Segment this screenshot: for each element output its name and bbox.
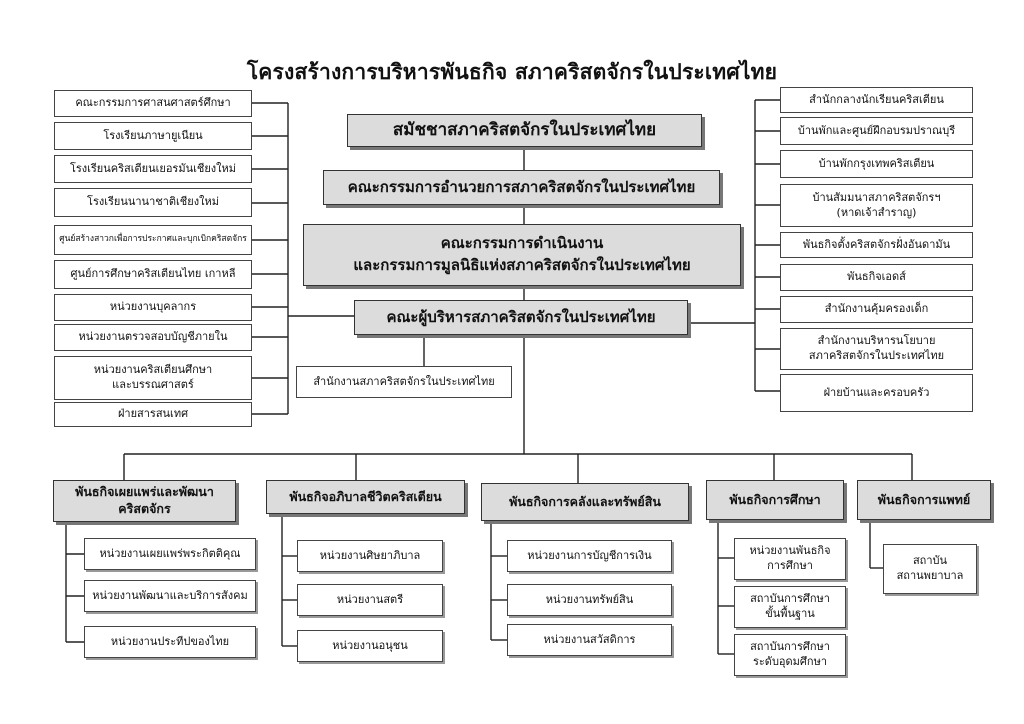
dept4-unit-1: หน่วยงานพันธกิจ การศึกษา — [734, 538, 846, 580]
executive-board-box: คณะกรรมการอำนวยการสภาคริสตจักรในประเทศไท… — [323, 170, 720, 205]
dept4-unit-2: สถาบันการศึกษา ขั้นพื้นฐาน — [734, 586, 846, 628]
left-unit-6: ศูนย์การศึกษาคริสเตียนไทย เกาหลี — [54, 260, 252, 289]
dept-medical-box: พันธกิจการแพทย์ — [857, 480, 991, 520]
right-unit-2: บ้านพักและศูนย์ฝึกอบรมปราณบุรี — [780, 117, 973, 145]
right-unit-3: บ้านพักกรุงเทพคริสเตียน — [780, 150, 973, 178]
page-title: โครงสร้างการบริหารพันธกิจ สภาคริสตจักรใน… — [246, 60, 778, 84]
right-unit-9: ฝ่ายบ้านและครอบครัว — [780, 374, 973, 412]
left-unit-4: โรงเรียนนานาชาติเชียงใหม่ — [54, 188, 252, 217]
right-unit-7: สำนักงานคุ้มครองเด็ก — [780, 296, 973, 323]
dept2-unit-3: หน่วยงานอนุชน — [297, 630, 443, 662]
dept1-unit-2: หน่วยงานพัฒนาและบริการสังคม — [84, 580, 256, 612]
general-assembly-box: สมัชชาสภาคริสตจักรในประเทศไทย — [347, 114, 702, 147]
dept3-unit-3: หน่วยงานสวัสดิการ — [507, 624, 672, 656]
dept1-unit-1: หน่วยงานเผยแพร่พระกิตติคุณ — [84, 538, 256, 570]
right-unit-4: บ้านสัมมนาสภาคริสตจักรฯ (หาดเจ้าสำราญ) — [780, 184, 973, 227]
dept-education-box: พันธกิจการศึกษา — [706, 480, 844, 520]
dept3-unit-1: หน่วยงานการบัญชีการเงิน — [507, 540, 672, 572]
dept-pastoral-box: พันธกิจอภิบาลชีวิตคริสเตียน — [266, 480, 465, 514]
dept5-unit-1: สถาบัน สถานพยาบาล — [883, 544, 977, 594]
dept1-unit-3: หน่วยงานประทีปของไทย — [84, 626, 256, 658]
right-unit-8: สำนักงานบริหารนโยบาย สภาคริสตจักรในประเท… — [780, 328, 973, 370]
central-office-box: สำนักงานสภาคริสตจักรในประเทศไทย — [296, 366, 512, 398]
dept2-unit-2: หน่วยงานสตรี — [297, 584, 443, 616]
dept3-unit-2: หน่วยงานทรัพย์สิน — [507, 584, 672, 616]
left-unit-1: คณะกรรมการศาสนศาสตร์ศึกษา — [54, 90, 252, 117]
administrators-box: คณะผู้บริหารสภาคริสตจักรในประเทศไทย — [354, 300, 688, 335]
left-unit-3: โรงเรียนคริสเตียนเยอรมันเชียงใหม่ — [54, 155, 252, 183]
left-unit-10: ฝ่ายสารสนเทศ — [54, 402, 252, 427]
dept-finance-box: พันธกิจการคลังและทรัพย์สิน — [481, 483, 689, 521]
dept2-unit-1: หน่วยงานศิษยาภิบาล — [297, 540, 443, 572]
operations-committee-box: คณะกรรมการดำเนินงาน และกรรมการมูลนิธิแห่… — [303, 224, 741, 286]
dept4-unit-3: สถาบันการศึกษา ระดับอุดมศึกษา — [734, 634, 846, 676]
right-unit-1: สำนักกลางนักเรียนคริสเตียน — [780, 87, 973, 113]
left-unit-2: โรงเรียนภาษายูเนียน — [54, 122, 252, 150]
left-unit-5: ศูนย์สร้างสาวกเพื่อการประกาศและบุกเบิกคร… — [54, 225, 252, 255]
left-unit-8: หน่วยงานตรวจสอบบัญชีภายใน — [54, 324, 252, 351]
left-unit-9: หน่วยงานคริสเตียนศึกษา และบรรณศาสตร์ — [54, 356, 252, 400]
right-unit-5: พันธกิจตั้งคริสตจักรฝั่งอันดามัน — [780, 232, 973, 258]
left-unit-7: หน่วยงานบุคลากร — [54, 294, 252, 321]
dept-evangelism-box: พันธกิจเผยแพร่และพัฒนา คริสตจักร — [53, 480, 236, 522]
right-unit-6: พันธกิจเอดส์ — [780, 264, 973, 291]
